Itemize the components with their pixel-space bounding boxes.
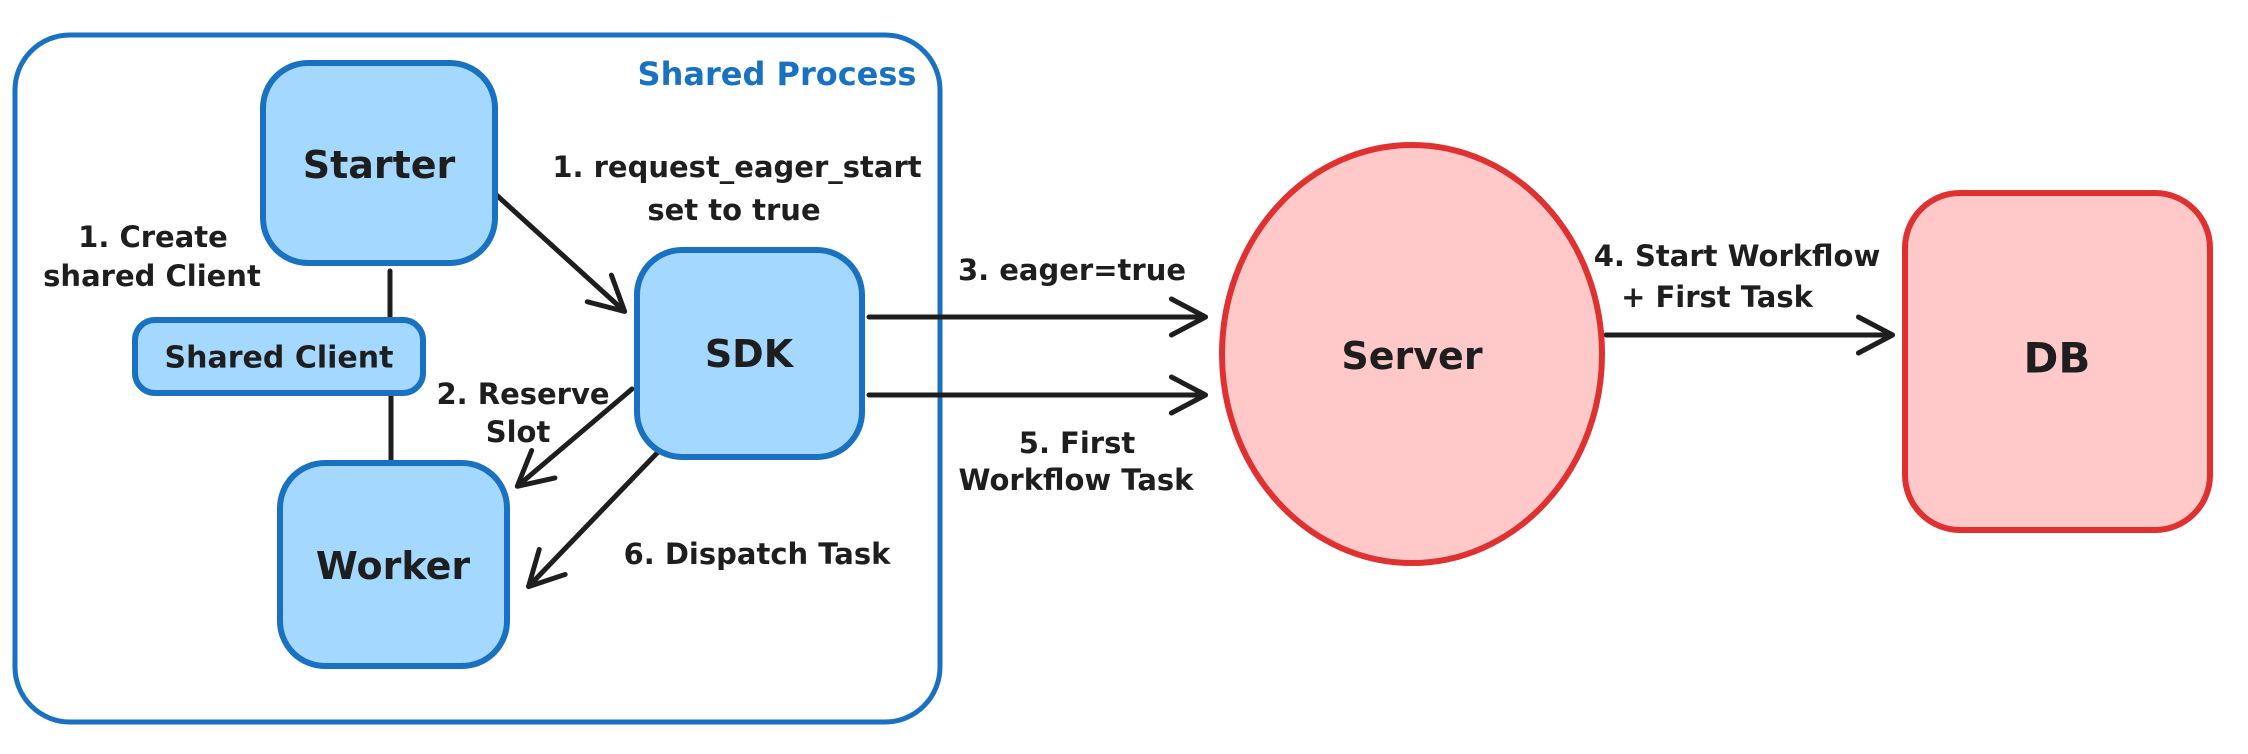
start-workflow-line1: 4. Start Workflow <box>1594 239 1881 273</box>
sdk-box <box>634 247 865 460</box>
create-client-line1: 1. Create <box>78 220 228 254</box>
starter-box <box>260 60 498 266</box>
db-label: DB <box>2024 334 2091 383</box>
db-box <box>1902 190 2213 533</box>
worker-box <box>277 460 510 669</box>
arrow-starter-to-sdk <box>489 188 628 314</box>
worker-node: Worker <box>277 460 510 669</box>
server-node: Server <box>1219 142 1605 566</box>
annotation-dispatch-task: 6. Dispatch Task <box>624 537 892 571</box>
shared-client-label: Shared Client <box>165 341 394 376</box>
shared-client-box <box>132 317 426 396</box>
request-eager-line1: 1. request_eager_start <box>552 150 921 184</box>
db-node: DB <box>1902 190 2213 533</box>
worker-label: Worker <box>316 544 470 588</box>
request-eager-line2: set to true <box>647 193 820 227</box>
starter-label: Starter <box>303 143 456 187</box>
annotation-reserve-slot: 2. Reserve Slot <box>436 377 609 449</box>
shared-client-node: Shared Client <box>132 317 426 396</box>
arrow-sdk-to-worker-dispatch-task <box>526 448 662 590</box>
reserve-slot-line2: Slot <box>486 415 551 449</box>
arrow-sdk-to-worker-reserve-slot <box>514 386 635 489</box>
starter-node: Starter <box>260 60 498 266</box>
shared-process-label: Shared Process <box>638 55 917 93</box>
annotation-start-workflow: 4. Start Workflow + First Task <box>1594 239 1881 314</box>
annotation-request-eager-start: 1. request_eager_start set to true <box>552 150 921 227</box>
server-label: Server <box>1341 334 1482 378</box>
create-client-line2: shared Client <box>43 259 261 293</box>
annotation-eager-true: 3. eager=true <box>958 253 1186 287</box>
annotation-create-shared-client: 1. Create shared Client <box>43 220 261 293</box>
start-workflow-line2: + First Task <box>1621 280 1814 314</box>
first-workflow-task-line2: Workflow Task <box>959 463 1195 497</box>
shared-process-container <box>12 32 943 725</box>
server-circle <box>1219 142 1605 566</box>
sdk-node: SDK <box>634 247 865 460</box>
annotation-first-workflow-task: 5. First Workflow Task <box>959 426 1195 497</box>
first-workflow-task-line1: 5. First <box>1019 426 1136 460</box>
reserve-slot-line1: 2. Reserve <box>436 377 609 411</box>
sdk-label: SDK <box>705 332 795 376</box>
